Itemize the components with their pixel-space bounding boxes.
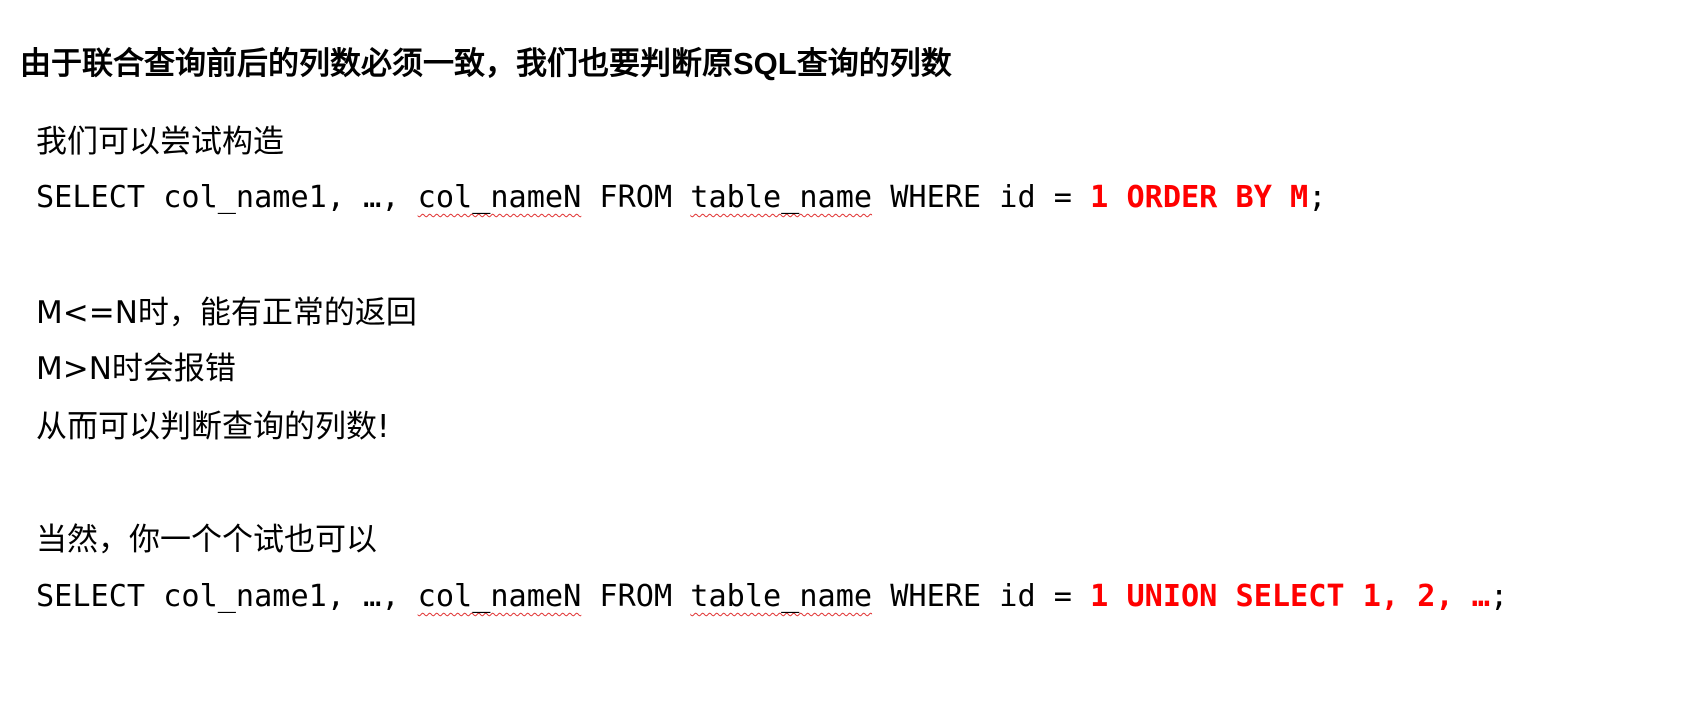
highlighted-code: 1 UNION SELECT 1, 2, … (1090, 579, 1490, 614)
intro-text: 我们可以尝试构造 (36, 124, 284, 160)
highlighted-code: 1 ORDER BY M (1090, 180, 1309, 215)
sql-order-by-query: SELECT col_name1, …, col_nameN FROM tabl… (36, 180, 1327, 215)
spellcheck-word: col_nameN (417, 579, 582, 614)
code-part: WHERE id = (872, 579, 1091, 614)
rule-gt: M>N时会报错 (36, 351, 236, 387)
code-part: WHERE id = (872, 180, 1091, 215)
conclusion-text: 从而可以判断查询的列数! (36, 409, 390, 445)
spellcheck-word: table_name (690, 579, 873, 614)
sql-union-query: SELECT col_name1, …, col_nameN FROM tabl… (36, 579, 1509, 614)
heading: 由于联合查询前后的列数必须一致，我们也要判断原SQL查询的列数 (20, 46, 952, 81)
code-part: SELECT col_name1, …, (36, 579, 418, 614)
code-part: FROM (581, 180, 691, 215)
code-part: ; (1308, 180, 1327, 215)
spellcheck-word: col_nameN (417, 180, 582, 215)
alternative-text: 当然，你一个个试也可以 (36, 522, 377, 558)
code-part: SELECT col_name1, …, (36, 180, 418, 215)
rule-le: M<=N时，能有正常的返回 (36, 295, 417, 331)
spellcheck-word: table_name (690, 180, 873, 215)
code-part: FROM (581, 579, 691, 614)
code-part: ; (1489, 579, 1509, 614)
